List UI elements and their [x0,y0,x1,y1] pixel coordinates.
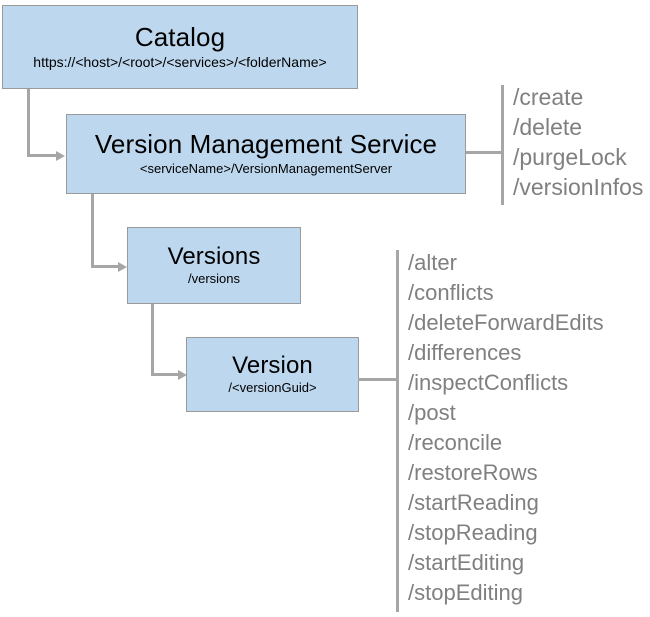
operation-item[interactable]: /restoreRows [408,460,538,485]
operation-item[interactable]: /stopEditing [408,580,523,605]
operations-vms-bracket [501,85,504,205]
node-catalog[interactable]: Catalog https://<host>/<root>/<services>… [2,5,358,89]
node-version-subtitle: /<versionGuid> [228,380,317,396]
connector-versions-to-version-horizontal [151,373,181,376]
connector-vms-to-versions-arrowhead [118,262,127,272]
operation-item[interactable]: /deleteForwardEdits [408,310,604,335]
operation-item[interactable]: /alter [408,250,457,275]
connector-versions-to-version-arrowhead [178,370,187,380]
operation-item[interactable]: /stopReading [408,520,538,545]
connector-vms-to-versions-vertical [91,194,94,268]
node-version-management-service-subtitle: <serviceName>/VersionManagementServer [139,160,393,176]
operations-vms-list: /create/delete/purgeLock/versionInfos [513,82,643,202]
operation-item[interactable]: /startEditing [408,550,525,575]
node-catalog-subtitle: https://<host>/<root>/<services>/<folder… [33,54,327,71]
operation-item[interactable]: /reconcile [408,430,503,455]
operation-item[interactable]: /versionInfos [513,174,644,200]
operations-vms-stem [466,151,502,154]
operation-item[interactable]: /post [408,400,456,425]
operation-item[interactable]: /inspectConflicts [408,370,569,395]
operation-item[interactable]: /delete [513,114,583,140]
connector-catalog-to-vms-horizontal [27,154,58,157]
operation-item[interactable]: /purgeLock [513,144,627,170]
operation-item[interactable]: /conflicts [408,280,494,305]
node-versions-title: Versions [167,242,261,270]
operation-item[interactable]: /differences [408,340,522,365]
node-version-management-service-title: Version Management Service [94,129,438,160]
operations-version-stem [358,378,397,381]
node-version-title: Version [232,351,313,379]
operations-version-bracket [396,250,399,612]
operations-version-list: /alter/conflicts/deleteForwardEdits/diff… [408,248,604,608]
operation-item[interactable]: /create [513,84,584,110]
node-versions[interactable]: Versions /versions [127,227,301,304]
connector-catalog-to-vms-vertical [27,89,30,157]
connector-versions-to-version-vertical [151,304,154,376]
node-version[interactable]: Version /<versionGuid> [186,337,359,412]
connector-catalog-to-vms-arrowhead [56,151,65,161]
node-versions-subtitle: /versions [187,271,241,287]
node-catalog-title: Catalog [134,21,226,52]
operation-item[interactable]: /startReading [408,490,539,515]
node-version-management-service[interactable]: Version Management Service <serviceName>… [66,114,466,194]
connector-vms-to-versions-horizontal [91,265,121,268]
